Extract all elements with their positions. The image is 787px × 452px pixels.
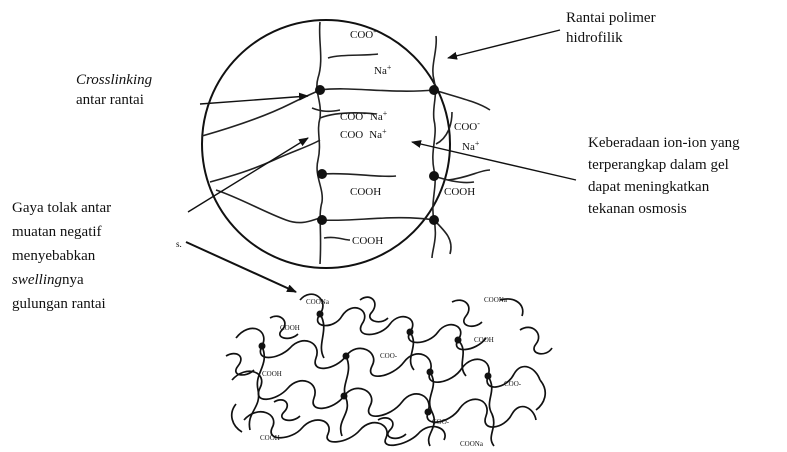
trapped-ions-label: Keberadaan ion-ion yang terperangkap dal… bbox=[588, 132, 740, 220]
svg-text:Na+: Na+ bbox=[374, 63, 392, 77]
stray-mark: s. bbox=[176, 239, 182, 249]
crosslink-nodes bbox=[315, 85, 439, 225]
svg-text:COO-: COO- bbox=[350, 27, 376, 41]
hydrophilic-chain-label: Rantai polimer hidrofilik bbox=[566, 8, 656, 48]
polymer-chains bbox=[201, 21, 491, 265]
svg-text:COO-: COO- bbox=[380, 352, 398, 360]
crosslinking-label: Crosslinking antar rantai bbox=[76, 70, 152, 110]
svg-text:COONa: COONa bbox=[306, 298, 330, 306]
trapped-ions-line4: tekanan osmosis bbox=[588, 201, 687, 217]
pointer-arrows bbox=[185, 29, 577, 293]
trapped-ions-line1: Keberadaan ion-ion yang bbox=[588, 135, 740, 151]
svg-text:COO-: COO- bbox=[454, 119, 480, 133]
svg-text:COOH: COOH bbox=[262, 370, 282, 378]
tangle-crosslinks bbox=[258, 310, 492, 416]
svg-text:COONa: COONa bbox=[460, 440, 484, 448]
svg-text:COO-Na+: COO-Na+ bbox=[340, 109, 388, 123]
swelling-suffix: nya bbox=[62, 272, 84, 288]
svg-text:COO-: COO- bbox=[432, 418, 450, 426]
trapped-ions-line2: terperangkap dalam gel bbox=[588, 157, 729, 173]
repulsion-line5: gulungan rantai bbox=[12, 296, 106, 312]
svg-text:COOH: COOH bbox=[280, 324, 300, 332]
swelling-word: swelling bbox=[12, 272, 63, 288]
svg-text:COOH: COOH bbox=[352, 235, 383, 247]
swollen-chain-tangle bbox=[225, 293, 553, 447]
svg-text:COOH: COOH bbox=[260, 434, 280, 442]
hydrophilic-chain-line1: Rantai polimer bbox=[566, 10, 656, 26]
repulsion-line1: Gaya tolak antar bbox=[12, 200, 112, 216]
svg-text:Na+: Na+ bbox=[462, 139, 480, 153]
svg-text:COOH: COOH bbox=[350, 186, 381, 198]
svg-text:COOH: COOH bbox=[444, 186, 475, 198]
hydrophilic-chain-line2: hidrofilik bbox=[566, 30, 623, 46]
svg-text:COONa: COONa bbox=[484, 296, 508, 304]
gel-network-circle bbox=[201, 19, 451, 269]
crosslinking-label-line1: Crosslinking bbox=[76, 72, 153, 88]
repulsion-line3: menyebabkan bbox=[12, 248, 96, 264]
svg-text:COOH: COOH bbox=[474, 336, 494, 344]
svg-text:COO-: COO- bbox=[504, 380, 522, 388]
repulsion-line4: swellingnya bbox=[12, 268, 111, 292]
tangle-labels: COONa COONa COOH COOH COOH COO- COO- COO… bbox=[260, 296, 522, 448]
repulsion-line2: muatan negatif bbox=[12, 224, 102, 240]
trapped-ions-line3: dapat meningkatkan bbox=[588, 179, 710, 195]
repulsion-swelling-label: Gaya tolak antar muatan negatif menyebab… bbox=[12, 196, 111, 316]
crosslinking-label-line2: antar rantai bbox=[76, 92, 144, 108]
svg-text:COONa+: COONa+ bbox=[340, 127, 387, 141]
